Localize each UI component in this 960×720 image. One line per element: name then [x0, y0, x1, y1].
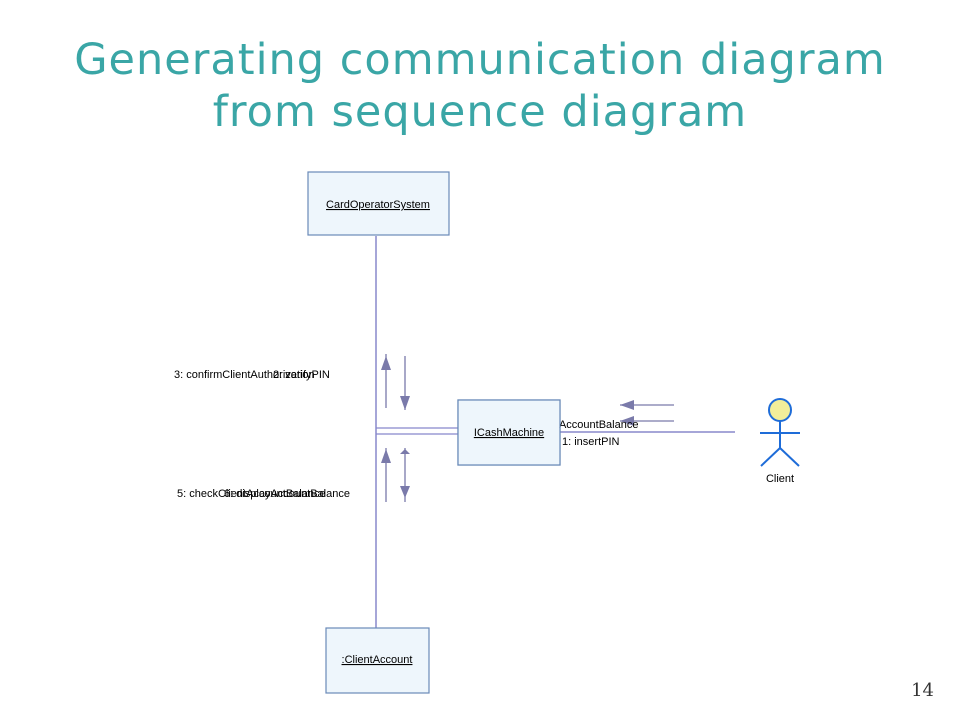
message-label-insert-pin: 1: insertPIN — [562, 436, 620, 448]
object-cash-machine-label-front: ICashMachine — [474, 427, 544, 439]
message-label-check-client-account-balance: 5: checkClientAccountBalance — [177, 488, 326, 500]
cash-machine-cover — [458, 400, 560, 465]
arrow-insert-pin — [620, 416, 674, 426]
actor-head-icon — [768, 398, 792, 422]
cash-machine-cover-border — [457, 399, 561, 466]
slide-title: Generating communication diagram from se… — [0, 34, 960, 138]
object-client-account[interactable]: :ClientAccount — [325, 627, 430, 694]
arrow-confirm-client-authorization — [381, 354, 391, 408]
slide-title-line-1: Generating communication diagram — [74, 35, 886, 85]
message-label-confirm-client-authorization: 3: confirmClientAuthorization — [174, 369, 315, 381]
arrow-verify-pin — [400, 356, 410, 410]
object-card-operator-system-label: CardOperatorSystem — [326, 199, 430, 211]
message-label-verify-pin: 2: verifyPIN — [273, 369, 330, 381]
arrow-check-client-account-balance — [400, 448, 410, 502]
page-number: 14 — [911, 680, 934, 701]
arrow-display-account-balance — [381, 448, 391, 502]
actor-client[interactable]: Client — [760, 398, 800, 485]
actor-client-label: Client — [766, 473, 794, 485]
message-label-display-account-balance: 6: displayAccountBalance — [224, 488, 350, 500]
slide-title-line-2: from sequence diagram — [212, 87, 748, 137]
object-client-account-label: :ClientAccount — [342, 654, 413, 666]
object-card-operator-system[interactable]: CardOperatorSystem — [307, 171, 450, 236]
arrow-check-account-balance — [620, 400, 674, 410]
